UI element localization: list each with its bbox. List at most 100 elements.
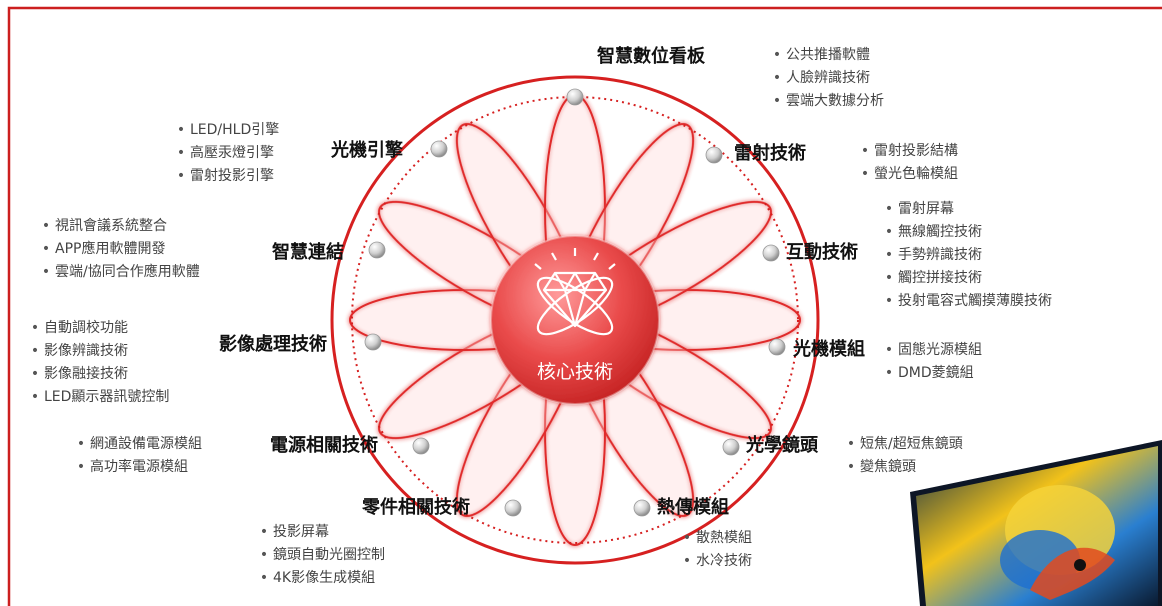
node-title-interactive-tech: 互動技術	[786, 242, 858, 263]
bullet-text: 手勢辨識技術	[898, 247, 982, 263]
bullet-item: •雷射屏幕	[880, 198, 1052, 221]
bullet-text: 投影屏幕	[273, 524, 329, 540]
node-dot-interactive-tech	[762, 244, 780, 262]
bullet-text: 雷射投影結構	[874, 143, 958, 159]
bullet-text: 無線觸控技術	[898, 224, 982, 240]
bullet-dot-icon: •	[176, 122, 186, 138]
bullet-list-optical-module: •固態光源模組•DMD菱鏡組	[880, 339, 982, 385]
bullet-dot-icon: •	[41, 241, 51, 257]
bullet-text: 變焦鏡頭	[860, 459, 916, 475]
bullet-text: LED顯示器訊號控制	[44, 389, 170, 405]
bullet-dot-icon: •	[682, 530, 692, 546]
bullet-dot-icon: •	[76, 436, 86, 452]
node-title-image-processing: 影像處理技術	[219, 334, 327, 355]
bullet-item: •固態光源模組	[880, 339, 982, 362]
bullet-item: •LED顯示器訊號控制	[26, 386, 170, 409]
node-dot-group	[364, 88, 786, 517]
bullet-item: •視訊會議系統整合	[37, 215, 200, 238]
bullet-item: •影像融接技術	[26, 363, 169, 386]
bullet-item: •網通設備電源模組	[72, 433, 202, 456]
bullet-list-smart-connect: •視訊會議系統整合•APP應用軟體開發•雲端/協同合作應用軟體	[37, 215, 200, 284]
bullet-dot-icon: •	[772, 70, 782, 86]
node-title-thermal-module: 熱傳模組	[657, 497, 729, 518]
bullet-dot-icon: •	[176, 168, 186, 184]
bullet-item: •短焦/超短焦鏡頭	[842, 433, 963, 456]
bullet-dot-icon: •	[30, 366, 40, 382]
node-title-light-engine: 光機引擎	[331, 140, 403, 161]
slide-border	[7, 6, 1162, 606]
bullet-text: LED/HLD引擎	[190, 122, 280, 138]
bullet-text: DMD菱鏡組	[898, 365, 974, 381]
bullet-dot-icon: •	[884, 293, 894, 309]
bullet-dot-icon: •	[30, 320, 40, 336]
bullet-dot-icon: •	[682, 553, 692, 569]
bullet-text: 高壓汞燈引擎	[190, 145, 274, 161]
bullet-text: 短焦/超短焦鏡頭	[860, 436, 963, 452]
bullet-item: •4K影像生成模組	[255, 567, 385, 590]
bullet-item: •影像辨識技術	[26, 340, 169, 363]
bullet-text: 雲端/協同合作應用軟體	[55, 264, 200, 280]
bullet-text: 固態光源模組	[898, 342, 982, 358]
bullet-item: •LED/HLD引擎	[172, 119, 279, 142]
bullet-text: APP應用軟體開發	[55, 241, 166, 257]
core-hub	[491, 236, 659, 404]
bullet-text: 網通設備電源模組	[90, 436, 202, 452]
node-dot-smart-connect	[368, 241, 386, 259]
bullet-dot-icon: •	[846, 436, 856, 452]
bullet-item: •手勢辨識技術	[880, 244, 1052, 267]
bullet-text: 人臉辨識技術	[786, 70, 870, 86]
bullet-dot-icon: •	[884, 201, 894, 217]
bullet-dot-icon: •	[259, 570, 269, 586]
node-dot-power-tech	[412, 437, 430, 455]
bullet-dot-icon: •	[176, 145, 186, 161]
bullet-item: •高功率電源模組	[72, 456, 202, 479]
bullet-item: •自動調校功能	[26, 317, 169, 340]
bullet-dot-icon: •	[259, 547, 269, 563]
bullet-list-laser-tech: •雷射投影結構•螢光色輪模組	[856, 140, 958, 186]
node-dot-thermal-module	[633, 499, 651, 517]
bullet-text: 投射電容式觸摸薄膜技術	[898, 293, 1052, 309]
bullet-dot-icon: •	[846, 459, 856, 475]
bullet-dot-icon: •	[41, 264, 51, 280]
diamond-orbit-icon	[534, 248, 616, 336]
bullet-text: 雷射投影引擎	[190, 168, 274, 184]
bullet-text: 雲端大數據分析	[786, 93, 884, 109]
bullet-dot-icon: •	[772, 93, 782, 109]
bullet-item: •散熱模組	[678, 527, 752, 550]
bullet-dot-icon: •	[884, 342, 894, 358]
bullet-dot-icon: •	[860, 166, 870, 182]
bullet-dot-icon: •	[259, 524, 269, 540]
bullet-text: 4K影像生成模組	[273, 570, 376, 586]
bullet-item: •雷射投影結構	[856, 140, 958, 163]
bullet-text: 高功率電源模組	[90, 459, 188, 475]
bullet-text: 影像融接技術	[44, 366, 128, 382]
bullet-item: •APP應用軟體開發	[37, 238, 200, 261]
bullet-item: •投影屏幕	[255, 521, 385, 544]
bullet-item: •無線觸控技術	[880, 221, 1052, 244]
bullet-item: •螢光色輪模組	[856, 163, 958, 186]
bullet-item: •公共推播軟體	[768, 44, 884, 67]
bullet-dot-icon: •	[884, 224, 894, 240]
bullet-text: 公共推播軟體	[786, 47, 870, 63]
bullet-text: 鏡頭自動光圈控制	[273, 547, 385, 563]
node-dot-digital-signage	[566, 88, 584, 106]
bullet-text: 雷射屏幕	[898, 201, 954, 217]
bullet-item: •水冷技術	[678, 550, 752, 573]
projector-photo	[910, 440, 1162, 606]
bullet-item: •人臉辨識技術	[768, 67, 884, 90]
node-title-laser-tech: 雷射技術	[734, 143, 806, 164]
bullet-item: •投射電容式觸摸薄膜技術	[880, 290, 1052, 313]
node-title-components-tech: 零件相關技術	[362, 497, 470, 518]
bullet-dot-icon: •	[30, 343, 40, 359]
bullet-list-image-processing: •自動調校功能•影像辨識技術•影像融接技術•LED顯示器訊號控制	[26, 317, 170, 409]
bullet-list-interactive-tech: •雷射屏幕•無線觸控技術•手勢辨識技術•觸控拼接技術•投射電容式觸摸薄膜技術	[880, 198, 1052, 313]
node-title-digital-signage: 智慧數位看板	[597, 46, 705, 67]
bullet-text: 影像辨識技術	[44, 343, 128, 359]
bullet-dot-icon: •	[860, 143, 870, 159]
bullet-dot-icon: •	[884, 247, 894, 263]
node-title-optical-lens: 光學鏡頭	[746, 435, 818, 456]
bullet-item: •高壓汞燈引擎	[172, 142, 279, 165]
bullet-dot-icon: •	[30, 389, 40, 405]
